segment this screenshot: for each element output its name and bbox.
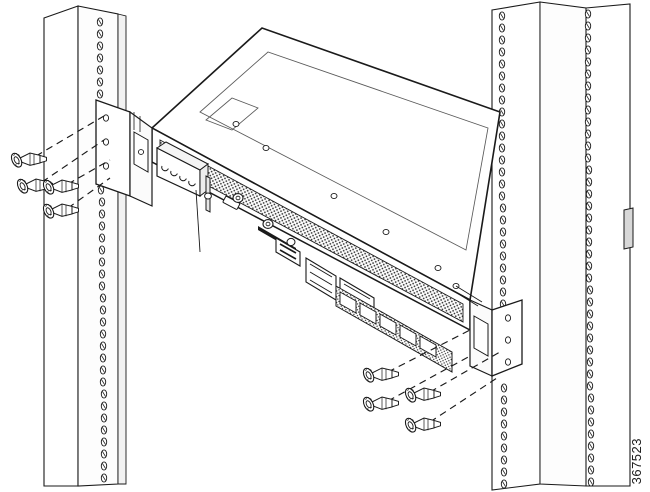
right-rack-post xyxy=(491,1,634,491)
chassis-top-screws xyxy=(232,120,460,290)
usb-ports xyxy=(275,237,301,267)
cable-retention-clip xyxy=(195,175,212,253)
left-rack-post xyxy=(43,5,127,487)
cable-management-tab xyxy=(623,207,634,250)
chassis xyxy=(150,27,501,373)
alignment-guides xyxy=(35,115,501,423)
right-mounting-bracket xyxy=(451,285,523,377)
ethernet-port-bank xyxy=(335,285,453,373)
thumbscrew-left xyxy=(232,193,244,203)
thumbscrew-mid xyxy=(262,219,274,229)
left-mounting-bracket xyxy=(95,99,153,207)
figure-number: 367523 xyxy=(629,437,644,484)
